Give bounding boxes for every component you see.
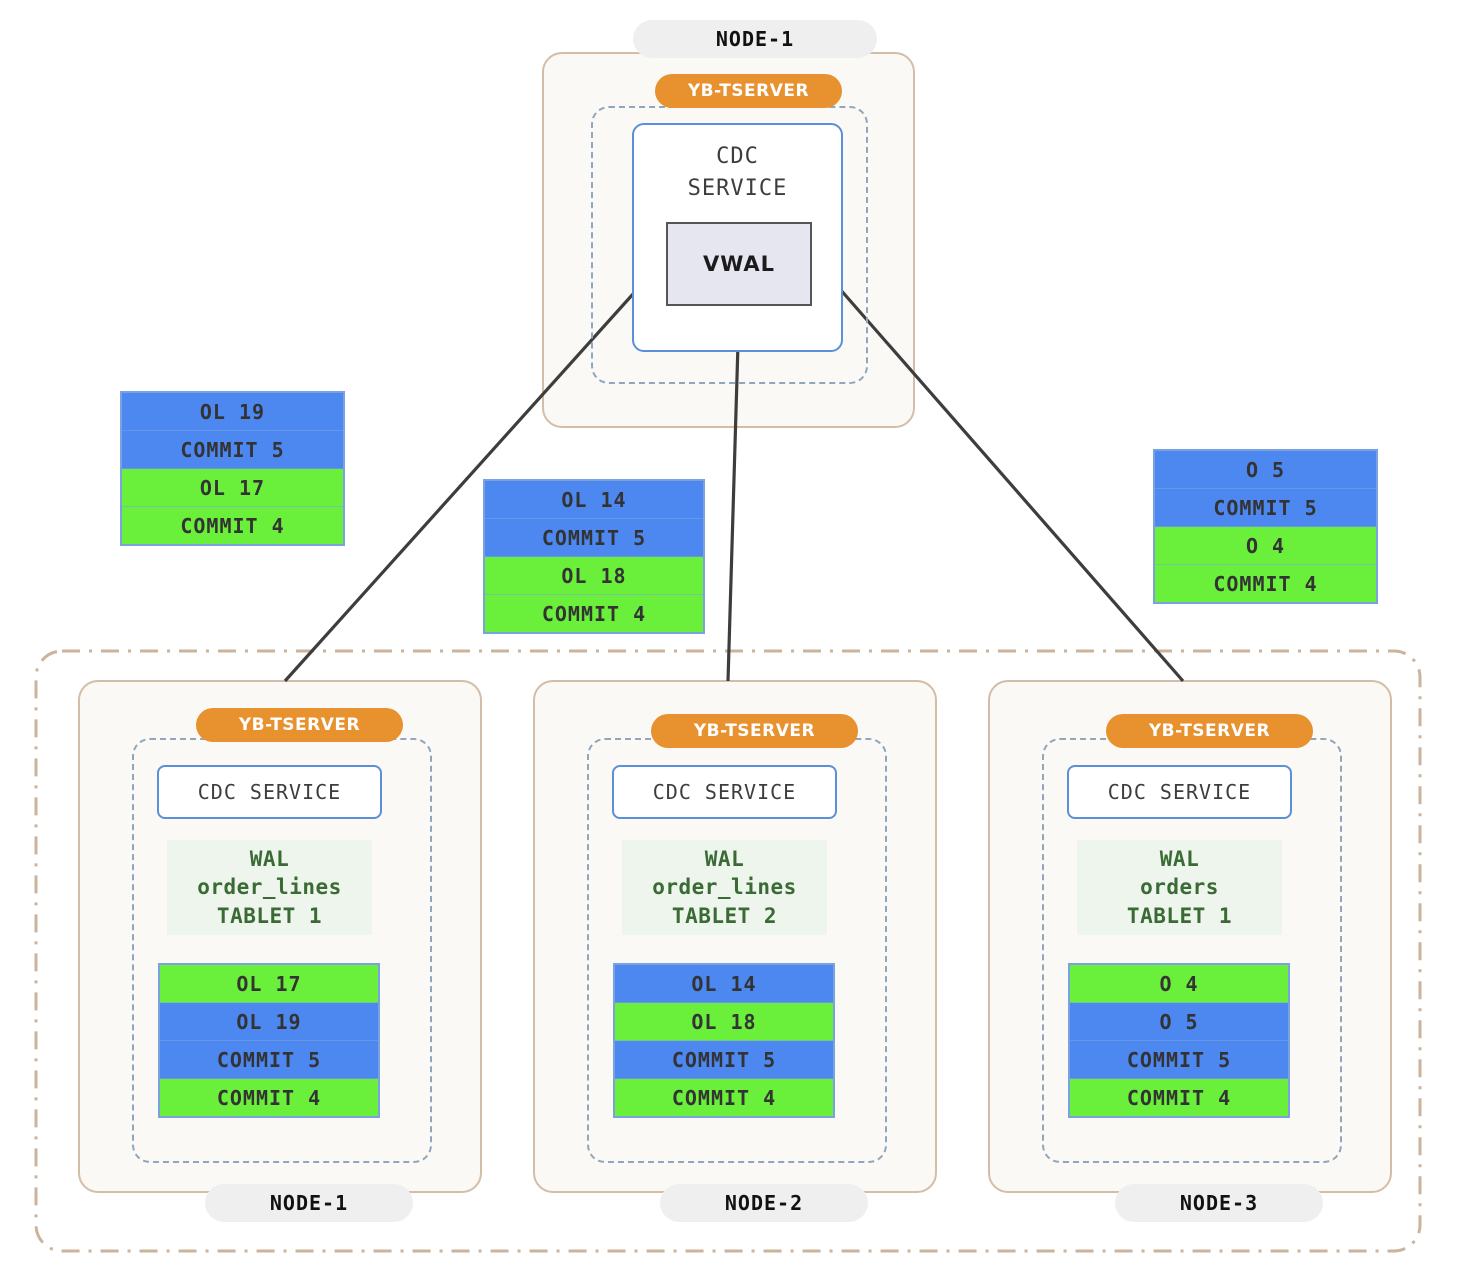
cluster-node-2-wal-box: WAL order_lines TABLET 2	[622, 840, 827, 935]
right-stack-record-0: O 5	[1155, 451, 1376, 489]
top-cdc-line2: SERVICE	[687, 175, 788, 201]
cluster-node-3-record-2: COMMIT 5	[1070, 1041, 1288, 1079]
left-stack-record-1: COMMIT 5	[122, 431, 343, 469]
cluster-node-2-wal-line1: WAL	[704, 846, 745, 871]
cluster-node-2-wal-line3: TABLET 2	[671, 903, 778, 928]
cluster-node-1-record-0: OL 17	[160, 965, 378, 1003]
right-stack-record-3: COMMIT 4	[1155, 565, 1376, 602]
cluster-node-1-wal-line1: WAL	[249, 846, 290, 871]
middle-stack-record-3: COMMIT 4	[485, 595, 703, 632]
cluster-node-2-label: NODE-2	[660, 1184, 868, 1222]
cluster-node-2-record-0: OL 14	[615, 965, 833, 1003]
cluster-node-3-record-0: O 4	[1070, 965, 1288, 1003]
vwal-box: VWAL	[666, 222, 812, 306]
top-cdc-line1: CDC	[716, 144, 759, 169]
cluster-node-2-wal-line2: order_lines	[652, 875, 797, 900]
cluster-node-1-cdc-box: CDC SERVICE	[157, 765, 382, 819]
cluster-node-3-tserver-badge: YB-TSERVER	[1106, 714, 1313, 748]
cluster-node-3-record-1: O 5	[1070, 1003, 1288, 1041]
right-stack-record-1: COMMIT 5	[1155, 489, 1376, 527]
middle-stack-record-1: COMMIT 5	[485, 519, 703, 557]
cluster-node-2-record-3: COMMIT 4	[615, 1079, 833, 1116]
cluster-node-3-cdc-box: CDC SERVICE	[1067, 765, 1292, 819]
cluster-node-2-record-2: COMMIT 5	[615, 1041, 833, 1079]
cluster-node-2-record-1: OL 18	[615, 1003, 833, 1041]
cluster-node-3-label: NODE-3	[1115, 1184, 1323, 1222]
top-tserver-badge: YB-TSERVER	[655, 74, 842, 108]
middle-stack-record-0: OL 14	[485, 481, 703, 519]
cluster-node-3-wal-line1: WAL	[1159, 846, 1200, 871]
cluster-node-1-wal-line3: TABLET 1	[216, 903, 323, 928]
cluster-node-1-record-2: COMMIT 5	[160, 1041, 378, 1079]
middle-stack-record-2: OL 18	[485, 557, 703, 595]
cluster-node-1-wal-line2: order_lines	[197, 875, 342, 900]
left-stack-record-0: OL 19	[122, 393, 343, 431]
cluster-node-3-wal-line2: orders	[1140, 875, 1219, 900]
cluster-node-1-tserver-badge: YB-TSERVER	[196, 708, 403, 742]
cluster-node-1-record-3: COMMIT 4	[160, 1079, 378, 1116]
right-stack-record-2: O 4	[1155, 527, 1376, 565]
cluster-node-2-tserver-badge: YB-TSERVER	[651, 714, 858, 748]
cluster-node-3-record-3: COMMIT 4	[1070, 1079, 1288, 1116]
cluster-node-3-wal-box: WAL orders TABLET 1	[1077, 840, 1282, 935]
left-stack-record-2: OL 17	[122, 469, 343, 507]
cluster-node-1-record-1: OL 19	[160, 1003, 378, 1041]
cluster-node-1-wal-box: WAL order_lines TABLET 1	[167, 840, 372, 935]
cluster-node-2-cdc-box: CDC SERVICE	[612, 765, 837, 819]
cluster-node-1-label: NODE-1	[205, 1184, 413, 1222]
cluster-node-3-wal-line3: TABLET 1	[1126, 903, 1233, 928]
left-stack-record-3: COMMIT 4	[122, 507, 343, 544]
top-node-label: NODE-1	[633, 20, 877, 58]
